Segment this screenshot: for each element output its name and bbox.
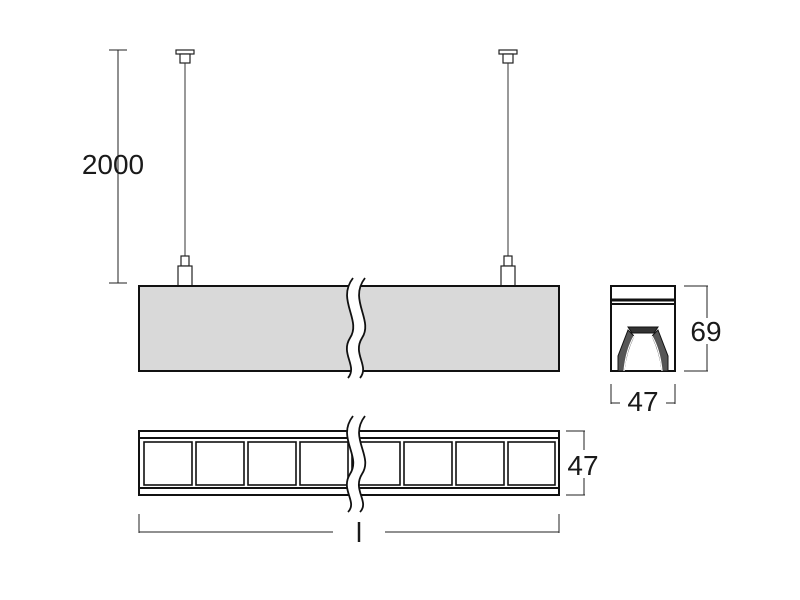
bottom-view: 47 l	[138, 415, 599, 548]
suspension-dimension: 2000	[82, 49, 144, 284]
length-label: l	[356, 517, 362, 548]
bottom-width-dimension: 47	[566, 430, 599, 496]
profile-width-dimension: 47	[610, 384, 676, 417]
right-suspension-cable	[498, 49, 518, 287]
left-suspension-cable	[175, 49, 195, 287]
profile-section	[610, 285, 676, 372]
suspension-length-label: 2000	[82, 149, 144, 180]
profile-width-label: 47	[627, 386, 658, 417]
profile-height-label: 69	[690, 316, 721, 347]
break-symbol-side	[345, 277, 367, 379]
louver-cells	[143, 441, 556, 486]
profile-height-dimension: 69	[684, 285, 722, 372]
bottom-width-label: 47	[567, 450, 598, 481]
side-view: 2000	[82, 49, 560, 379]
cross-section-view: 69 47	[610, 285, 722, 417]
break-symbol-bottom	[345, 415, 367, 513]
length-dimension: l	[138, 514, 560, 548]
